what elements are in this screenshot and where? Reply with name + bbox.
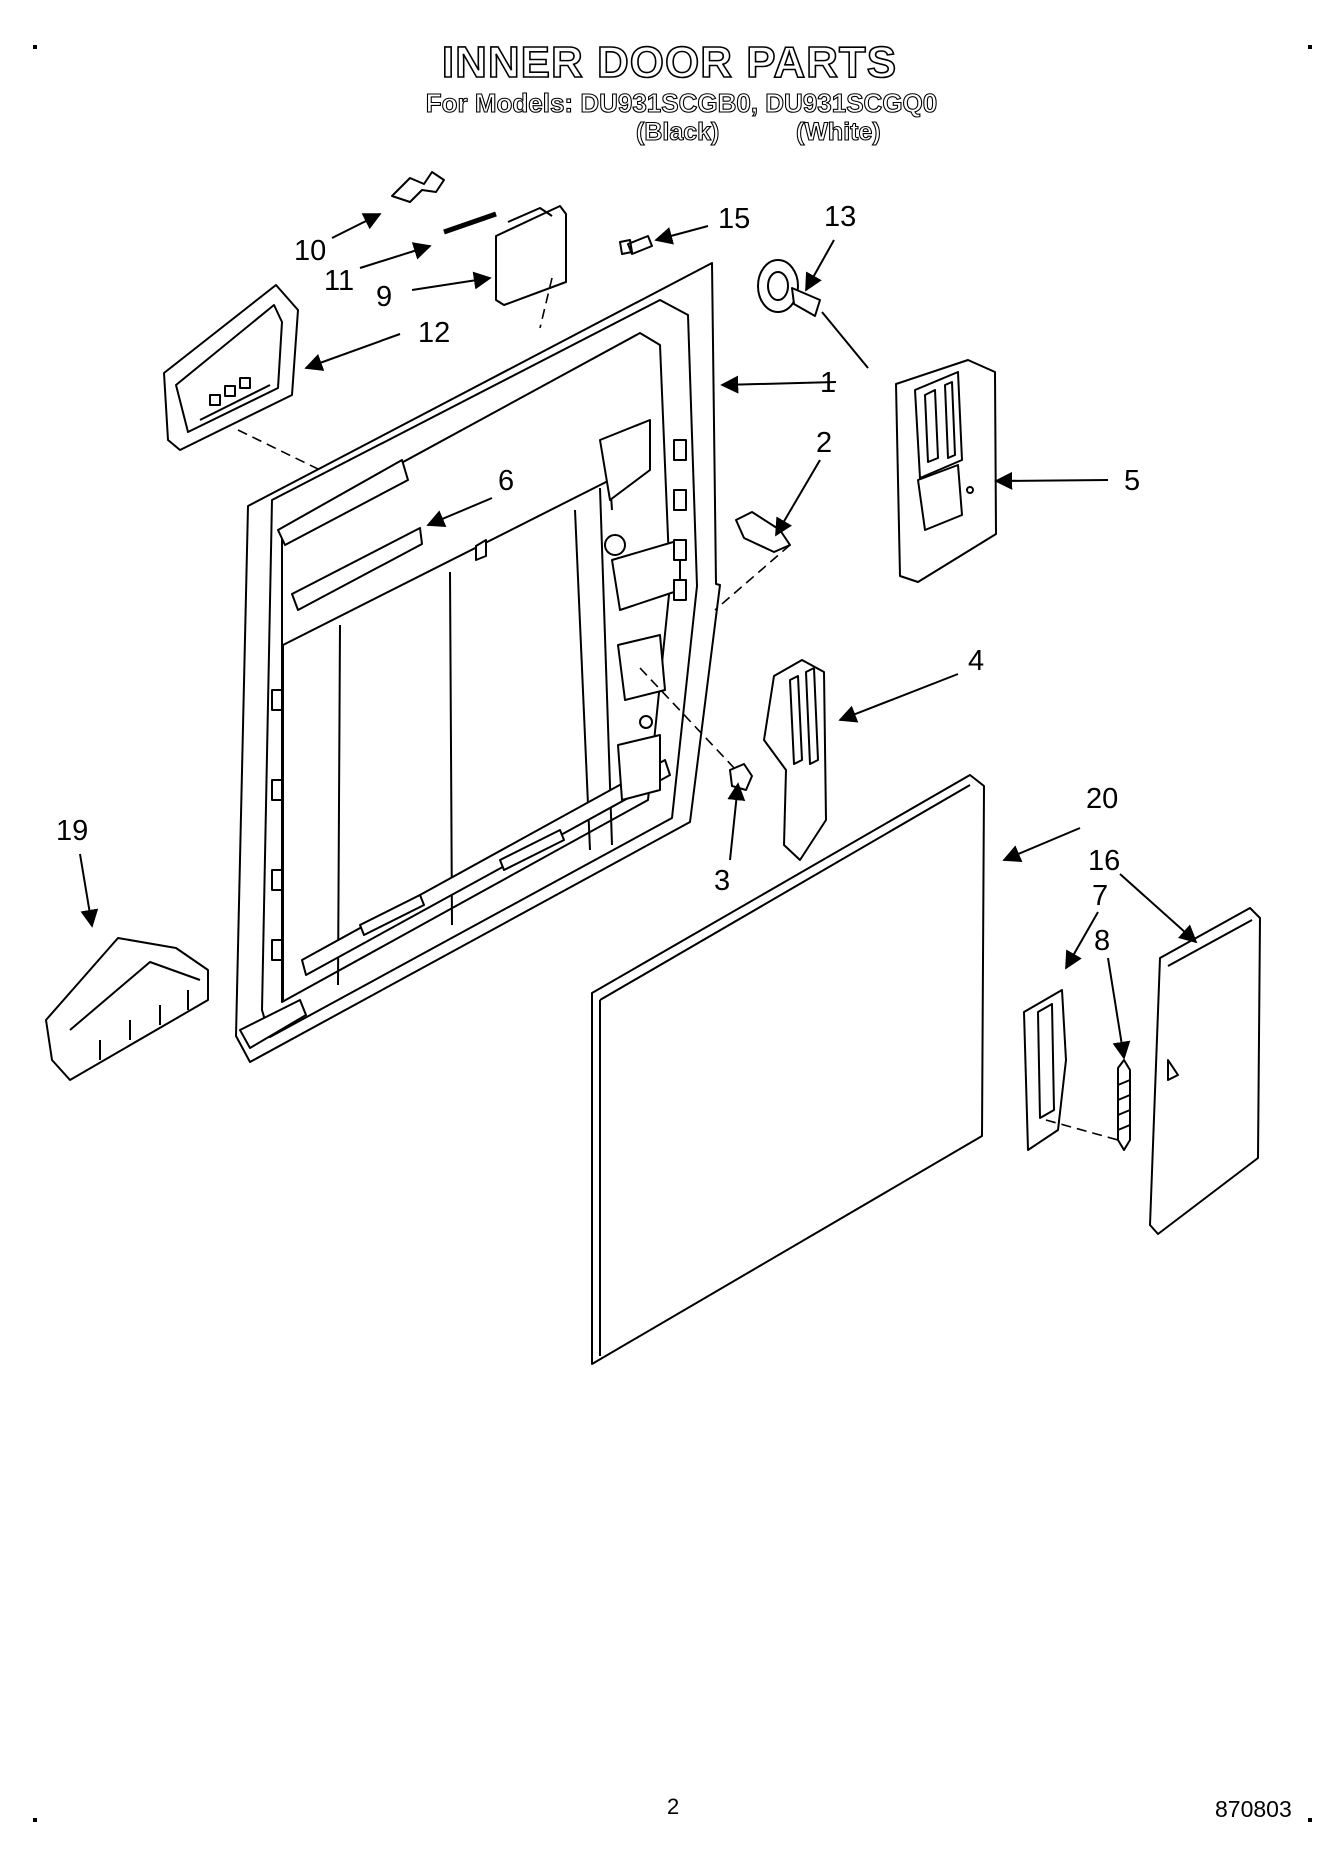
outer-door-panel-part — [591, 774, 985, 1365]
leader-arrow — [654, 225, 709, 245]
corner-mark — [1308, 1818, 1312, 1822]
callout-13: 13 — [824, 201, 856, 233]
corner-mark — [33, 1818, 37, 1822]
callout-15: 15 — [718, 203, 750, 235]
leader-arrow — [411, 271, 492, 291]
door-end-cap-part — [45, 937, 209, 1081]
variant-black-label: (Black) — [635, 117, 720, 146]
callout-10: 10 — [294, 235, 326, 267]
callout-16: 16 — [1088, 845, 1120, 877]
dispenser-cover-part — [495, 205, 567, 306]
leader-arrow — [304, 333, 401, 371]
callout-4: 4 — [968, 645, 984, 677]
leader-arrow — [1065, 911, 1099, 970]
callout-5: 5 — [1124, 465, 1140, 497]
latch-housing-part — [895, 359, 997, 583]
latch-lever-part — [763, 659, 827, 861]
callout-11: 11 — [324, 265, 354, 297]
callout-20: 20 — [1086, 783, 1118, 815]
dispenser-insert-part — [163, 284, 299, 451]
inner-door-panel-part — [235, 262, 721, 1063]
document-number: 870803 — [1215, 1796, 1292, 1822]
leader-arrow — [720, 375, 837, 394]
callout-2: 2 — [816, 427, 832, 459]
rinse-aid-knob-part — [757, 259, 821, 317]
callout-19: 19 — [56, 815, 88, 847]
leader-arrow — [1119, 873, 1198, 944]
leader-arrow — [1107, 957, 1131, 1060]
corner-mark — [1308, 45, 1312, 49]
callout-6: 6 — [498, 465, 514, 497]
leader-arrow — [331, 213, 382, 239]
leader-arrow — [775, 459, 821, 537]
latch-strike-part — [735, 511, 791, 553]
leader-arrow — [359, 242, 432, 269]
leader-arrow — [727, 782, 746, 861]
callout-3: 3 — [714, 865, 730, 897]
callout-7: 7 — [1092, 880, 1108, 912]
vent-cover-part — [1149, 907, 1261, 1235]
leader-arrow — [994, 471, 1109, 490]
dispenser-spring-part — [391, 171, 445, 203]
vent-spring-part — [1117, 1059, 1131, 1151]
diagram-title: INNER DOOR PARTS — [441, 37, 898, 88]
corner-mark — [33, 45, 37, 49]
leader-arrow — [805, 239, 835, 292]
model-numbers: For Models: DU931SCGB0, DU931SCGQ0 — [425, 87, 938, 118]
variant-white-label: (White) — [795, 117, 881, 146]
leader-arrow — [426, 497, 493, 527]
leader-arrow — [79, 853, 99, 928]
leader-arrow — [1002, 827, 1081, 863]
dispenser-pin-part — [443, 211, 497, 235]
leader-arrow — [838, 673, 959, 723]
callout-9: 9 — [376, 281, 392, 313]
callout-1: 1 — [820, 367, 836, 399]
vent-slide-part — [1023, 989, 1067, 1151]
screw-part — [619, 235, 653, 255]
callout-12: 12 — [418, 317, 450, 349]
callout-8: 8 — [1094, 925, 1110, 957]
page-number: 2 — [667, 1794, 680, 1819]
